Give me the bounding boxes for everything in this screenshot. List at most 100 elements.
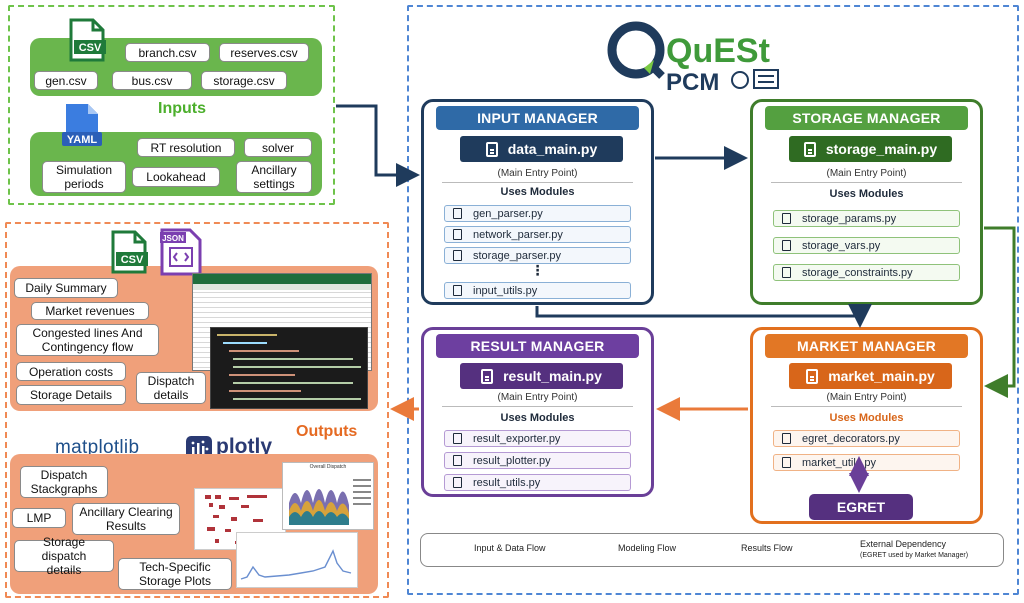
module-gen-parser: gen_parser.py [444, 205, 631, 222]
input-manager-card: INPUT MANAGER data_main.py (Main Entry P… [421, 99, 654, 305]
module-result-exporter: result_exporter.py [444, 430, 631, 447]
file-icon [803, 141, 816, 157]
input-manager-title: INPUT MANAGER [436, 106, 639, 130]
plot-chip-storage-dispatch-details: Storage dispatch details [14, 535, 114, 577]
result-manager-main-label: result_main.py [503, 368, 602, 384]
file-icon [453, 433, 462, 444]
csv-file-icon: CSV [68, 18, 106, 62]
yaml-chip-ancillary-settings: Ancillary settings [236, 161, 312, 193]
module-result-utils: result_utils.py [444, 474, 631, 491]
pcm-logo-text: PCM [666, 69, 719, 94]
module-network-parser: network_parser.py [444, 226, 631, 243]
json-code-thumbnail [210, 327, 368, 409]
legend-input-data-flow: Input & Data Flow [474, 543, 546, 553]
storage-line-thumbnail [236, 532, 358, 588]
market-manager-main-file: market_main.py [789, 363, 952, 389]
dispatch-chart-thumbnail: Overall Dispatch [282, 462, 374, 530]
quest-logo: QuESt PCM [604, 16, 794, 96]
result-manager-card: RESULT MANAGER result_main.py (Main Entr… [421, 327, 654, 497]
json-file-icon: JSON [158, 228, 204, 276]
output-chip-daily-summary: Daily Summary [14, 278, 118, 298]
module-storage-params: storage_params.py [773, 210, 960, 227]
file-icon [453, 455, 462, 466]
file-icon [453, 250, 462, 261]
yaml-chip-solver: solver [244, 138, 312, 157]
file-icon [806, 368, 819, 384]
output-chip-dispatch-details: Dispatch details [136, 372, 206, 404]
output-chip-congested-lines: Congested lines And Contingency flow [16, 324, 159, 356]
result-manager-entry: (Main Entry Point) [497, 392, 578, 403]
market-manager-uses: Uses Modules [829, 412, 904, 424]
result-manager-uses: Uses Modules [500, 412, 575, 424]
file-icon [782, 433, 791, 444]
inputs-section [8, 5, 335, 205]
module-input-utils: input_utils.py [444, 282, 631, 299]
plot-chip-dispatch-stackgraphs: Dispatch Stackgraphs [20, 466, 108, 498]
dispatch-chart-thumbnail-title: Overall Dispatch [309, 464, 347, 470]
dispatch-chart-thumbnail-graphic [289, 479, 371, 525]
file-icon [782, 267, 791, 278]
output-csv-icon-label: CSV [121, 254, 144, 266]
output-chip-operation-costs: Operation costs [16, 362, 126, 381]
legend-external-dependency: External Dependency [860, 539, 947, 549]
module-ellipsis: ⋮ [530, 262, 545, 278]
market-manager-main-label: market_main.py [828, 368, 935, 384]
yaml-chip-simulation-periods: Simulation periods [42, 161, 126, 193]
yaml-chip-lookahead: Lookahead [132, 167, 220, 187]
csv-chip-storage: storage.csv [201, 71, 287, 90]
file-icon [782, 213, 791, 224]
result-manager-title: RESULT MANAGER [436, 334, 639, 358]
file-icon [453, 285, 462, 296]
file-icon [453, 229, 462, 240]
plot-chip-lmp: LMP [12, 508, 66, 528]
legend [420, 533, 1004, 567]
arrow-inputs-to-input-manager [336, 104, 420, 187]
plot-chip-ancillary-clearing: Ancillary Clearing Results [72, 503, 180, 535]
yaml-icon-label: YAML [67, 134, 97, 146]
input-manager-entry: (Main Entry Point) [497, 168, 578, 179]
plot-chip-tech-specific-storage: Tech-Specific Storage Plots [118, 558, 232, 590]
market-manager-entry: (Main Entry Point) [826, 392, 907, 403]
module-storage-constraints: storage_constraints.py [773, 264, 960, 281]
result-manager-main-file: result_main.py [460, 363, 623, 389]
file-icon [782, 240, 791, 251]
csv-chip-branch: branch.csv [125, 43, 210, 62]
egret-box: EGRET [809, 494, 913, 520]
storage-manager-card: STORAGE MANAGER storage_main.py (Main En… [750, 99, 983, 305]
csv-chip-gen: gen.csv [34, 71, 98, 90]
storage-manager-main-file: storage_main.py [789, 136, 952, 162]
module-market-utils: market_utils.py [773, 454, 960, 471]
outputs-title: Outputs [296, 423, 358, 440]
csv-chip-reserves: reserves.csv [219, 43, 309, 62]
output-chip-market-revenues: Market revenues [31, 302, 149, 320]
input-manager-uses: Uses Modules [500, 186, 575, 198]
file-icon [485, 141, 498, 157]
output-chip-storage-details: Storage Details [16, 385, 126, 405]
quest-logo-text: QuESt [666, 32, 770, 70]
outputs-section [5, 222, 389, 598]
module-result-plotter: result_plotter.py [444, 452, 631, 469]
csv-icon-label: CSV [79, 42, 102, 54]
file-icon [481, 368, 494, 384]
legend-results-flow: Results Flow [741, 543, 793, 553]
matplotlib-logo: matplotlib [55, 437, 140, 458]
output-csv-icon: CSV [110, 230, 148, 274]
market-manager-card: MARKET MANAGER market_main.py (Main Entr… [750, 327, 983, 524]
core-architecture-section [407, 5, 1019, 595]
module-storage-vars: storage_vars.py [773, 237, 960, 254]
storage-manager-entry: (Main Entry Point) [826, 168, 907, 179]
yaml-chip-rt-resolution: RT resolution [137, 138, 235, 157]
file-icon [453, 208, 462, 219]
module-storage-parser: storage_parser.py [444, 247, 631, 264]
yaml-file-icon: YAML [60, 102, 104, 152]
storage-manager-title: STORAGE MANAGER [765, 106, 968, 130]
file-icon [782, 457, 791, 468]
plotly-logo: plotly [216, 435, 272, 458]
csv-chip-bus: bus.csv [112, 71, 192, 90]
module-egret-decorators: egret_decorators.py [773, 430, 960, 447]
input-manager-main-label: data_main.py [507, 141, 598, 157]
legend-modeling-flow: Modeling Flow [618, 543, 677, 553]
storage-manager-main-label: storage_main.py [825, 141, 938, 157]
input-manager-main-file: data_main.py [460, 136, 623, 162]
inputs-title: Inputs [158, 100, 206, 117]
